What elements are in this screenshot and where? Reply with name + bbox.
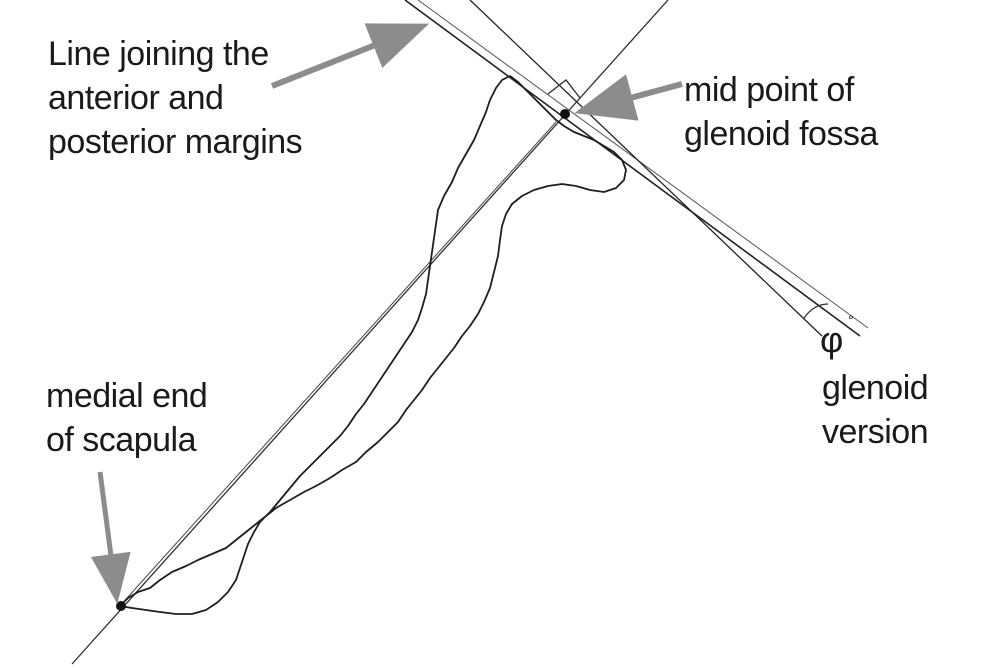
label-line-joining-1: Line joining the	[48, 35, 269, 73]
pointer-arrow-mid-point	[574, 74, 683, 121]
pointer-arrow-medial-end	[90, 471, 131, 604]
pointer-arrow-line-joining	[270, 23, 430, 89]
label-medial-end-1: medial end	[46, 377, 208, 415]
degree-symbol: °	[848, 312, 854, 328]
label-medial-end: medial end of scapula	[46, 374, 208, 462]
perpendicular-reference-line	[469, 0, 823, 337]
label-line-joining: Line joining the anterior and posterior …	[48, 32, 303, 164]
angle-symbol: φ	[820, 319, 843, 360]
label-medial-end-2: of scapula	[46, 421, 197, 459]
glenoid-margin-line-double	[417, 0, 869, 329]
label-line-joining-2: anterior and	[48, 79, 224, 117]
label-line-joining-3: posterior margins	[48, 123, 303, 161]
label-glenoid-version: glenoid version	[822, 366, 929, 454]
label-glenoid-version-2: version	[822, 413, 929, 451]
scapula-outline	[119, 75, 627, 615]
label-mid-point-1: mid point of	[684, 71, 854, 109]
medial-end-dot	[116, 601, 126, 611]
label-mid-point-2: glenoid fossa	[684, 115, 878, 153]
angle-arc	[803, 303, 829, 319]
parallel-guide-line	[117, 121, 557, 609]
label-mid-point: mid point of glenoid fossa	[684, 68, 878, 156]
glenoid-margin-line	[404, 0, 861, 337]
glenoid-midpoint-dot	[560, 109, 570, 119]
label-glenoid-version-1: glenoid	[822, 369, 929, 407]
